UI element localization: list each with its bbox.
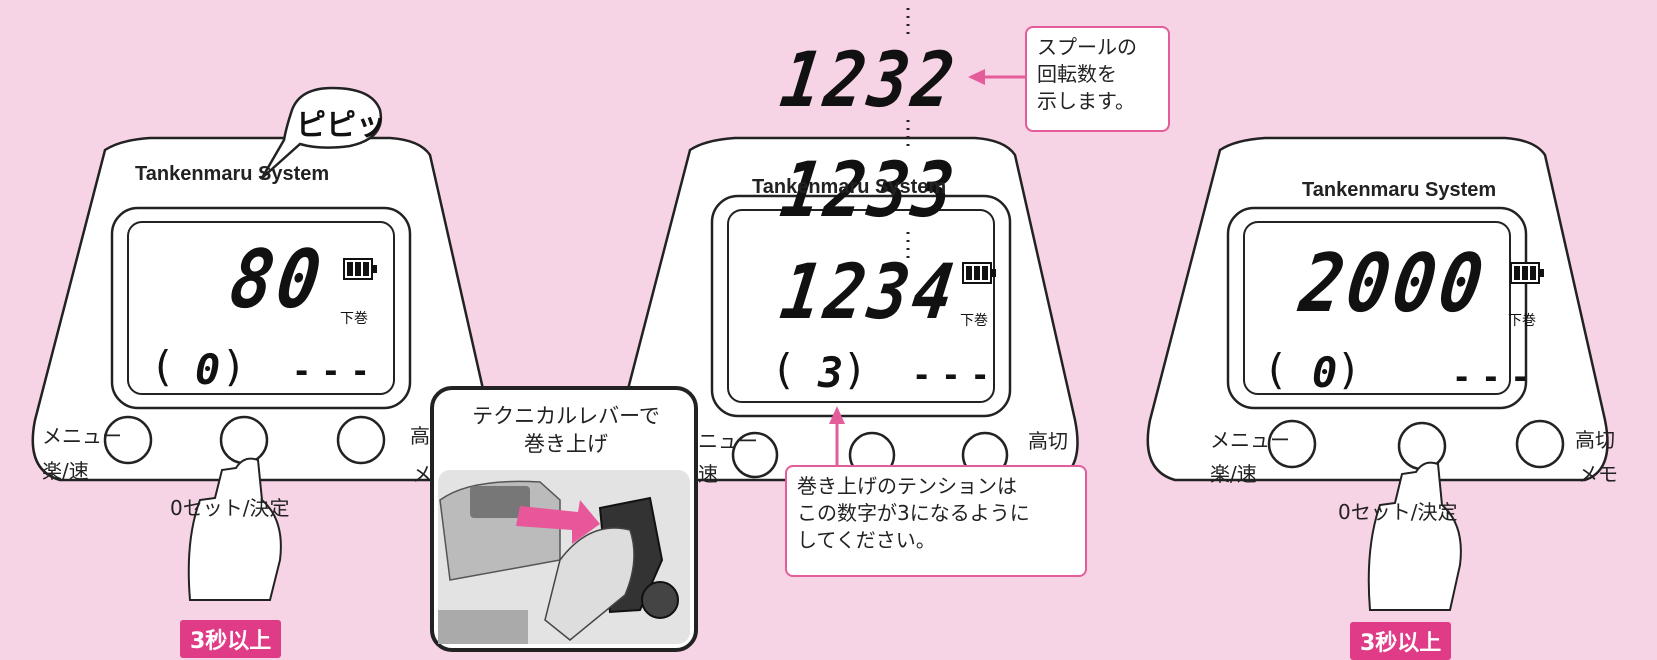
dashes-left: --- <box>292 352 380 390</box>
button-memo-right[interactable] <box>1515 419 1565 469</box>
brand-label-middle: Tankenmaru System <box>752 176 947 198</box>
brand-label-left: Tankenmaru System <box>135 163 330 185</box>
paren-open-left: ( <box>155 342 172 391</box>
callout-rotations: スプールの 回転数を 示します。 <box>1025 26 1170 132</box>
device-left <box>31 86 494 601</box>
memo-label-right: メモ <box>1578 462 1618 486</box>
beep-text: ピピッ <box>296 108 386 143</box>
battery-icon <box>962 262 996 284</box>
memo-label-left: メ <box>412 462 432 486</box>
speed-label-right: 楽/速 <box>1210 462 1257 486</box>
battery-icon <box>343 258 377 280</box>
tension-value-middle: 3 <box>818 348 844 397</box>
cut-label-middle: 高切 <box>1028 429 1068 453</box>
button-speed-middle[interactable] <box>731 431 779 479</box>
paren-close-right: ) <box>1340 345 1357 394</box>
lcd-screen-right <box>1243 221 1511 395</box>
lcd-screen-middle <box>727 209 995 403</box>
unit-label-left: 下巻 <box>340 311 368 327</box>
unit-label-middle: 下巻 <box>960 313 988 329</box>
speed-label-middle: 速 <box>698 462 718 486</box>
hold-badge-right: 3秒以上 <box>1350 622 1452 660</box>
paren-close-middle: ) <box>846 345 863 394</box>
unit-label-right: 下巻 <box>1508 313 1536 329</box>
button-memo-left[interactable] <box>336 415 386 465</box>
inset-title: テクニカルレバーで 巻き上げ <box>472 404 660 456</box>
speech-bubble <box>260 86 383 179</box>
button-speed-right[interactable] <box>1267 419 1317 469</box>
inset-lcd <box>470 486 530 518</box>
speed-label-left: 楽/速 <box>42 459 89 483</box>
tension-value-left: 0 <box>195 345 221 394</box>
scroll-value-1: 1232 <box>775 36 963 125</box>
main-readout-right: 2000 <box>1294 236 1493 331</box>
paren-open-middle: ( <box>776 345 793 394</box>
inset-photo <box>430 386 698 652</box>
hand-left <box>187 457 282 601</box>
main-readout-middle: 1234 <box>775 248 963 337</box>
inset-thumb <box>544 527 635 641</box>
brand-label-right: Tankenmaru System <box>1302 179 1497 201</box>
hold-badge-left: 3秒以上 <box>180 620 282 658</box>
callout-tension: 巻き上げのテンションは この数字が3になるように してください。 <box>785 465 1087 577</box>
tension-value-right: 0 <box>1312 348 1338 397</box>
button-speed-left[interactable] <box>103 415 153 465</box>
hand-right <box>1367 461 1462 611</box>
paren-close-left: ) <box>225 342 242 391</box>
cut-label-left: 高 <box>410 424 430 448</box>
set-label-left: 0セット/決定 <box>170 496 290 520</box>
dashes-middle: --- <box>912 356 1000 394</box>
battery-icon <box>1510 262 1544 284</box>
menu-label-middle: ニュー <box>698 429 758 453</box>
device-right <box>1146 136 1609 611</box>
set-label-right: 0セット/決定 <box>1338 500 1458 524</box>
wind-arrow <box>516 500 600 544</box>
cut-label-right: 高切 <box>1575 428 1615 452</box>
menu-label-left: メニュー <box>42 424 122 448</box>
dashes-right: --- <box>1452 358 1540 396</box>
lcd-screen-left <box>127 221 395 395</box>
menu-label-right: メニュー <box>1210 428 1290 452</box>
paren-open-right: ( <box>1268 345 1285 394</box>
main-readout-left: 80 <box>224 232 331 327</box>
